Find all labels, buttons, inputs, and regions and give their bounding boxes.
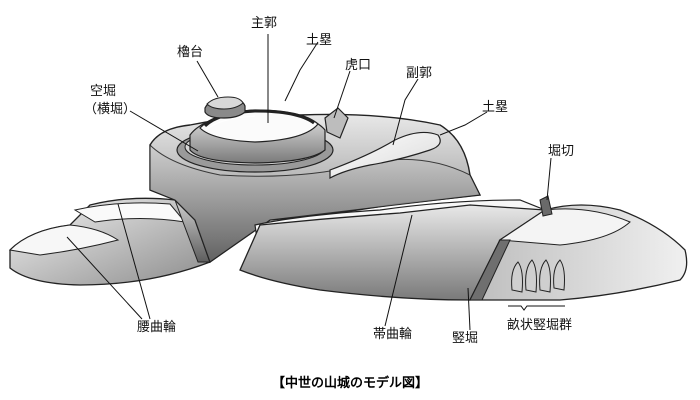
left-spur bbox=[8, 197, 211, 286]
leader-lines bbox=[66, 34, 565, 331]
main-bailey bbox=[176, 96, 349, 173]
label-multiple-vertical-moats: 畝状竪堀群 bbox=[507, 318, 573, 333]
secondary-bailey bbox=[329, 131, 441, 179]
label-ditch-cut: 堀切 bbox=[548, 144, 575, 159]
label-dry-moat: 空堀 bbox=[90, 84, 117, 99]
label-vertical-moat: 竪堀 bbox=[452, 331, 479, 346]
label-belt-enclosure: 帯曲輪 bbox=[373, 327, 413, 342]
label-waist-enclosure: 腰曲輪 bbox=[137, 320, 177, 335]
figure-caption: 【中世の山城のモデル図】 bbox=[271, 376, 428, 391]
label-gate: 虎口 bbox=[345, 58, 372, 73]
label-dry-moat-sub: （横堀） bbox=[84, 102, 137, 117]
label-secondary-bailey: 副郭 bbox=[406, 66, 433, 81]
label-earthwork-top: 土塁 bbox=[306, 33, 333, 48]
ditch-cut bbox=[539, 195, 553, 217]
multiple-vertical-moats bbox=[511, 259, 565, 293]
label-turret-base: 櫓台 bbox=[177, 45, 204, 60]
label-main-bailey: 主郭 bbox=[251, 16, 278, 31]
right-spur bbox=[468, 204, 688, 301]
label-earthwork-right: 土塁 bbox=[482, 100, 509, 115]
belt-terrace bbox=[239, 199, 547, 301]
